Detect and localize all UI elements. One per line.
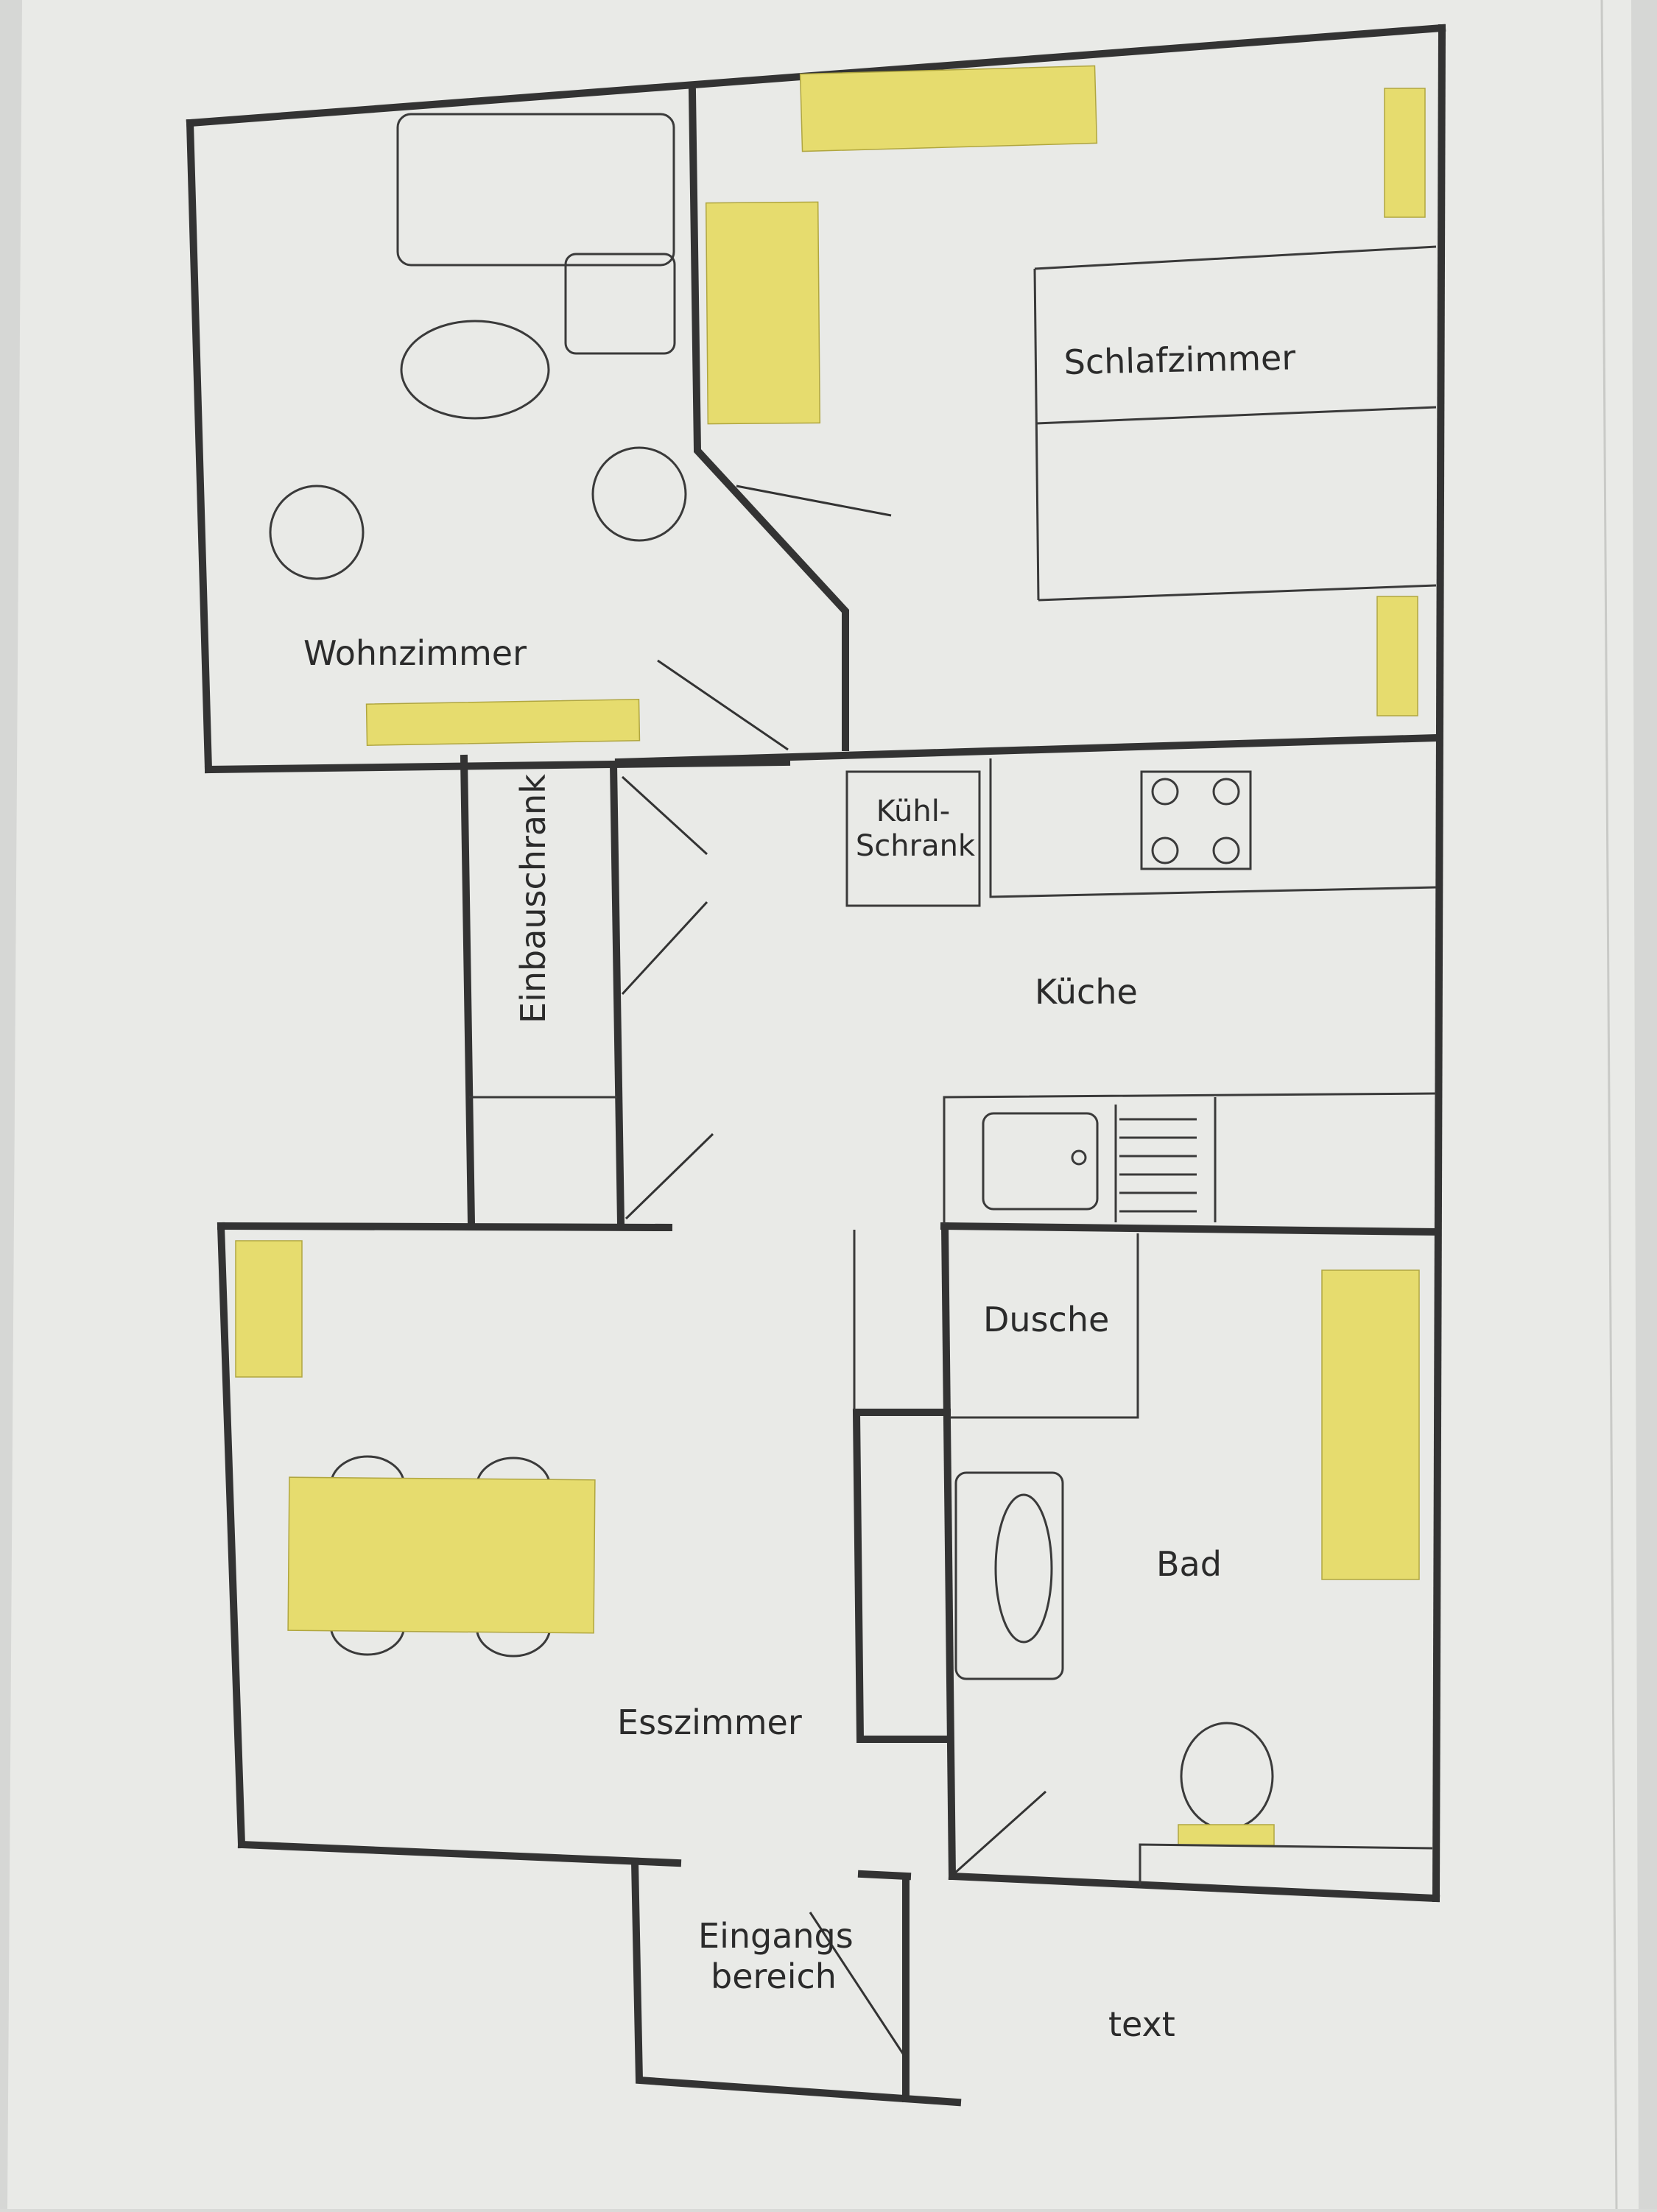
- label-bad: Bad: [1156, 1544, 1222, 1584]
- wall-schlaf-kueche: [614, 733, 1440, 767]
- chair-bottom-right: [476, 1632, 551, 1658]
- shower-outline: [950, 1233, 1139, 1419]
- label-eingang-line1: Eingangs: [698, 1916, 854, 1956]
- door-bad: [952, 1790, 1047, 1875]
- door-entrance: [809, 1912, 907, 2059]
- label-kuehlschrank-line1: Kühl-: [876, 795, 951, 828]
- bed-bottom: [1038, 584, 1437, 602]
- bed-left: [1033, 268, 1040, 601]
- schlafzimmer-highlight-right: [1384, 88, 1426, 218]
- coffee-table-outline: [400, 320, 550, 420]
- bed-divider: [1035, 406, 1437, 425]
- burner-2: [1212, 778, 1240, 806]
- schlafzimmer-highlight-lower: [1376, 596, 1418, 716]
- label-schlafzimmer: Schlafzimmer: [1063, 337, 1296, 382]
- sink-basin: [982, 1112, 1099, 1211]
- label-dusche: Dusche: [983, 1300, 1109, 1339]
- chair-bottom-left: [330, 1630, 405, 1656]
- wohnzimmer-wall-left: [186, 119, 213, 774]
- door-schrank-2: [621, 901, 708, 996]
- burner-3: [1151, 836, 1179, 864]
- label-text: text: [1108, 2004, 1175, 2044]
- stool-right: [591, 446, 687, 542]
- esszimmer-furniture: [235, 1240, 596, 1658]
- outer-wall-right: [1432, 24, 1446, 1903]
- fridge-outline: [845, 770, 981, 907]
- bed-top: [1034, 245, 1437, 270]
- door-schrank-1: [621, 775, 708, 856]
- sink-drain: [1071, 1149, 1087, 1166]
- counter-top: [989, 758, 1437, 898]
- armchair-outline: [564, 253, 676, 355]
- wall-wohn-schlaf: [688, 88, 849, 751]
- chair-top-left: [330, 1455, 405, 1481]
- dining-table: [287, 1476, 596, 1634]
- chair-top-right: [476, 1457, 551, 1482]
- drainboard-lines: [1119, 1118, 1197, 1213]
- paper-edge: [1600, 0, 1618, 2210]
- toilet-ledge: [1139, 1843, 1433, 1885]
- room-labels: Wohnzimmer Schlafzimmer Einbauschrank Kü…: [303, 337, 1296, 2044]
- esszimmer-wall-left: [217, 1222, 246, 1849]
- bathtub-inner: [994, 1493, 1053, 1644]
- einbauschrank-wall-left: [460, 754, 476, 1228]
- burner-4: [1212, 836, 1240, 864]
- door-wohnzimmer: [657, 659, 789, 751]
- door-schlafzimmer: [736, 485, 892, 517]
- entry-wall-left-bottom: [630, 1857, 962, 2107]
- toilet-tank: [1178, 1824, 1275, 1846]
- bad-highlight-cabinet: [1321, 1269, 1420, 1580]
- label-kueche: Küche: [1035, 972, 1138, 1012]
- label-eingang-line2: bereich: [711, 1956, 837, 1996]
- schlafzimmer-highlight-top: [799, 65, 1098, 152]
- label-einbauschrank: Einbauschrank: [513, 774, 553, 1024]
- entry-wall-stub: [857, 1870, 912, 1881]
- burner-1: [1151, 778, 1179, 806]
- bad-wall-top: [940, 1222, 1440, 1236]
- schlafzimmer-furniture: [705, 65, 1437, 716]
- label-kuehlschrank-line2: Schrank: [856, 829, 976, 863]
- bad-wall-left: [940, 1222, 957, 1881]
- label-esszimmer: Esszimmer: [617, 1702, 802, 1742]
- paper-sheet: [7, 0, 1639, 2209]
- stove-outline: [1140, 770, 1252, 870]
- stool-left: [269, 485, 365, 580]
- sink-counter: [943, 1092, 1437, 1224]
- label-wohnzimmer: Wohnzimmer: [303, 633, 527, 673]
- bad-niche-walls: [852, 1409, 954, 1743]
- bad-furniture: [853, 1230, 1433, 1885]
- einbauschrank-wall-right: [609, 760, 625, 1228]
- kueche-furniture: [845, 758, 1437, 1224]
- schlafzimmer-highlight-wardrobe: [705, 201, 821, 425]
- bad-wall-bottom: [948, 1872, 1440, 1903]
- wohnzimmer-highlight-radiator: [365, 699, 641, 746]
- esszimmer-wall-bottom: [237, 1840, 682, 1867]
- esszimmer-highlight-cabinet: [235, 1240, 303, 1378]
- sofa-outline: [396, 113, 675, 267]
- bathtub-outline: [954, 1471, 1064, 1680]
- door-schrank-3: [625, 1133, 714, 1220]
- wohnzimmer-furniture: [269, 113, 687, 746]
- doors: [621, 485, 1047, 2059]
- esszimmer-wall-top: [217, 1222, 673, 1232]
